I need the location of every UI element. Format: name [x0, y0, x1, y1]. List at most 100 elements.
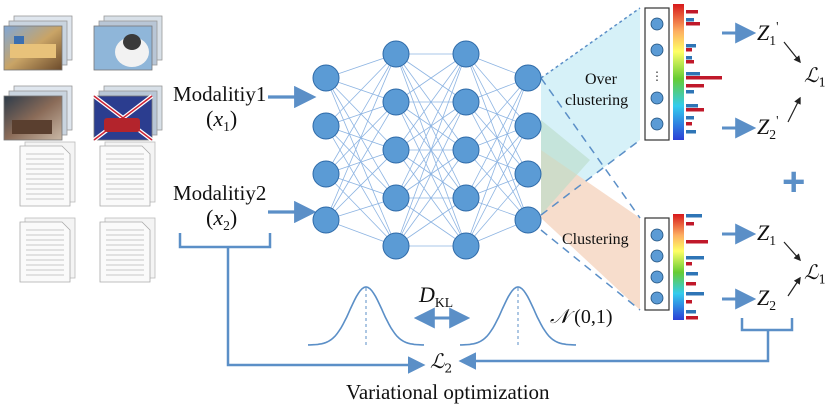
- arrow-z1-to-l1b: [783, 241, 801, 262]
- histogram-bar: [686, 44, 696, 48]
- loss-l2: ℒ2: [430, 349, 453, 376]
- network-edge: [395, 53, 467, 247]
- histogram-bar: [686, 48, 692, 52]
- document-icon: [99, 141, 156, 207]
- network-edge: [465, 125, 529, 247]
- histogram-bar: [686, 104, 698, 108]
- over-clustering-label-line1: Over: [585, 71, 617, 88]
- network-node: [312, 112, 340, 140]
- network-node: [312, 64, 340, 92]
- network-edge: [465, 77, 529, 151]
- arrow-z2-to-l1b: [787, 276, 801, 297]
- flow-right-to-l2: [458, 330, 770, 370]
- flow-left-to-l2: [226, 247, 426, 374]
- network-node: [382, 40, 410, 68]
- network-edge: [465, 77, 529, 199]
- network-edge: [395, 53, 467, 103]
- network-node: [312, 160, 340, 188]
- histogram-bar: [686, 18, 694, 22]
- cone-dashed-top: [540, 7, 641, 79]
- bracket-left: [178, 233, 272, 249]
- svg-text:⋮: ⋮: [651, 69, 663, 83]
- network-node: [452, 40, 480, 68]
- network-edge: [465, 173, 529, 247]
- cone-dashed-bottom: [540, 229, 641, 311]
- document-icon: [99, 217, 156, 283]
- network-node: [452, 88, 480, 116]
- histogram-bar: [686, 122, 692, 126]
- network-node: [514, 206, 542, 234]
- network-edge: [395, 101, 467, 247]
- network-node: [312, 206, 340, 234]
- network-node: [382, 232, 410, 260]
- histogram-bar: [686, 272, 698, 276]
- document-icon: [19, 217, 76, 283]
- network-edge: [465, 77, 529, 247]
- network-edge: [465, 149, 529, 221]
- network-edge: [465, 53, 529, 221]
- network-node: [452, 136, 480, 164]
- arrow-z2p-to-l1: [787, 96, 801, 123]
- network-edge: [325, 149, 397, 221]
- z2-prime-label: Z2': [757, 113, 779, 142]
- text-documents: [19, 141, 156, 283]
- network-edge: [395, 149, 467, 247]
- histogram-bar: [686, 300, 692, 304]
- histogram-bar: [686, 108, 704, 112]
- gaussian-curve-left: [308, 286, 424, 346]
- network-edge: [395, 53, 467, 151]
- kl-divergence-label: DKL: [419, 282, 454, 310]
- network-edge: [325, 53, 397, 127]
- histogram-bar: [686, 116, 694, 120]
- histogram-bar: [686, 214, 702, 218]
- caption-variational-optimization: Variational optimization: [346, 380, 550, 404]
- network-node: [514, 112, 542, 140]
- histogram-bar: [686, 292, 704, 296]
- histogram-bar: [686, 72, 700, 76]
- network-node: [514, 64, 542, 92]
- network-edge: [325, 173, 397, 247]
- histogram-bar: [686, 76, 722, 80]
- histogram-bar: [686, 130, 696, 134]
- histogram-bar: [686, 10, 698, 14]
- over-clustering-histogram: [686, 10, 722, 134]
- network-edge: [395, 197, 467, 247]
- z1-prime-label: Z1': [757, 19, 779, 48]
- over-clustering-label-line2: clustering: [565, 92, 629, 109]
- histogram-bar: [686, 316, 698, 320]
- modality2-var: x: [213, 205, 224, 230]
- network-edge: [395, 53, 467, 199]
- loss-l1-top: ℒ1: [804, 63, 827, 90]
- image-stack-2: [93, 15, 163, 71]
- gaussian-curve-right: [460, 286, 576, 346]
- network-edge: [325, 53, 397, 175]
- network-nodes: [312, 40, 542, 260]
- modality1-var: x: [213, 106, 224, 131]
- histogram-bar: [686, 222, 694, 226]
- clustering-cone: [541, 150, 640, 310]
- network-edge: [325, 101, 397, 221]
- modality1-variable: (x1): [206, 106, 238, 134]
- image-stack-4: [92, 85, 163, 142]
- modality2-sub: 2: [223, 217, 230, 233]
- modality1-label: Modalitiy1: [173, 82, 267, 106]
- histogram-bar: [686, 282, 696, 286]
- plus-sign: +: [782, 160, 806, 204]
- loss-l1-bottom: ℒ1: [804, 260, 827, 287]
- clustering-label: Clustering: [562, 231, 629, 248]
- histogram-bar: [686, 310, 696, 314]
- network-node: [382, 88, 410, 116]
- z1-label: Z1: [757, 220, 777, 248]
- histogram-bar: [686, 22, 700, 26]
- z2-label: Z2: [757, 285, 777, 313]
- modality2-label: Modalitiy2: [173, 181, 267, 205]
- cone-overlap: [541, 120, 590, 215]
- histogram-bar: [686, 240, 708, 244]
- cone-dashed-mid2: [540, 77, 641, 219]
- histogram-bar: [686, 84, 704, 88]
- histogram-bar: [686, 56, 692, 60]
- network-node: [452, 184, 480, 212]
- network-node: [452, 232, 480, 260]
